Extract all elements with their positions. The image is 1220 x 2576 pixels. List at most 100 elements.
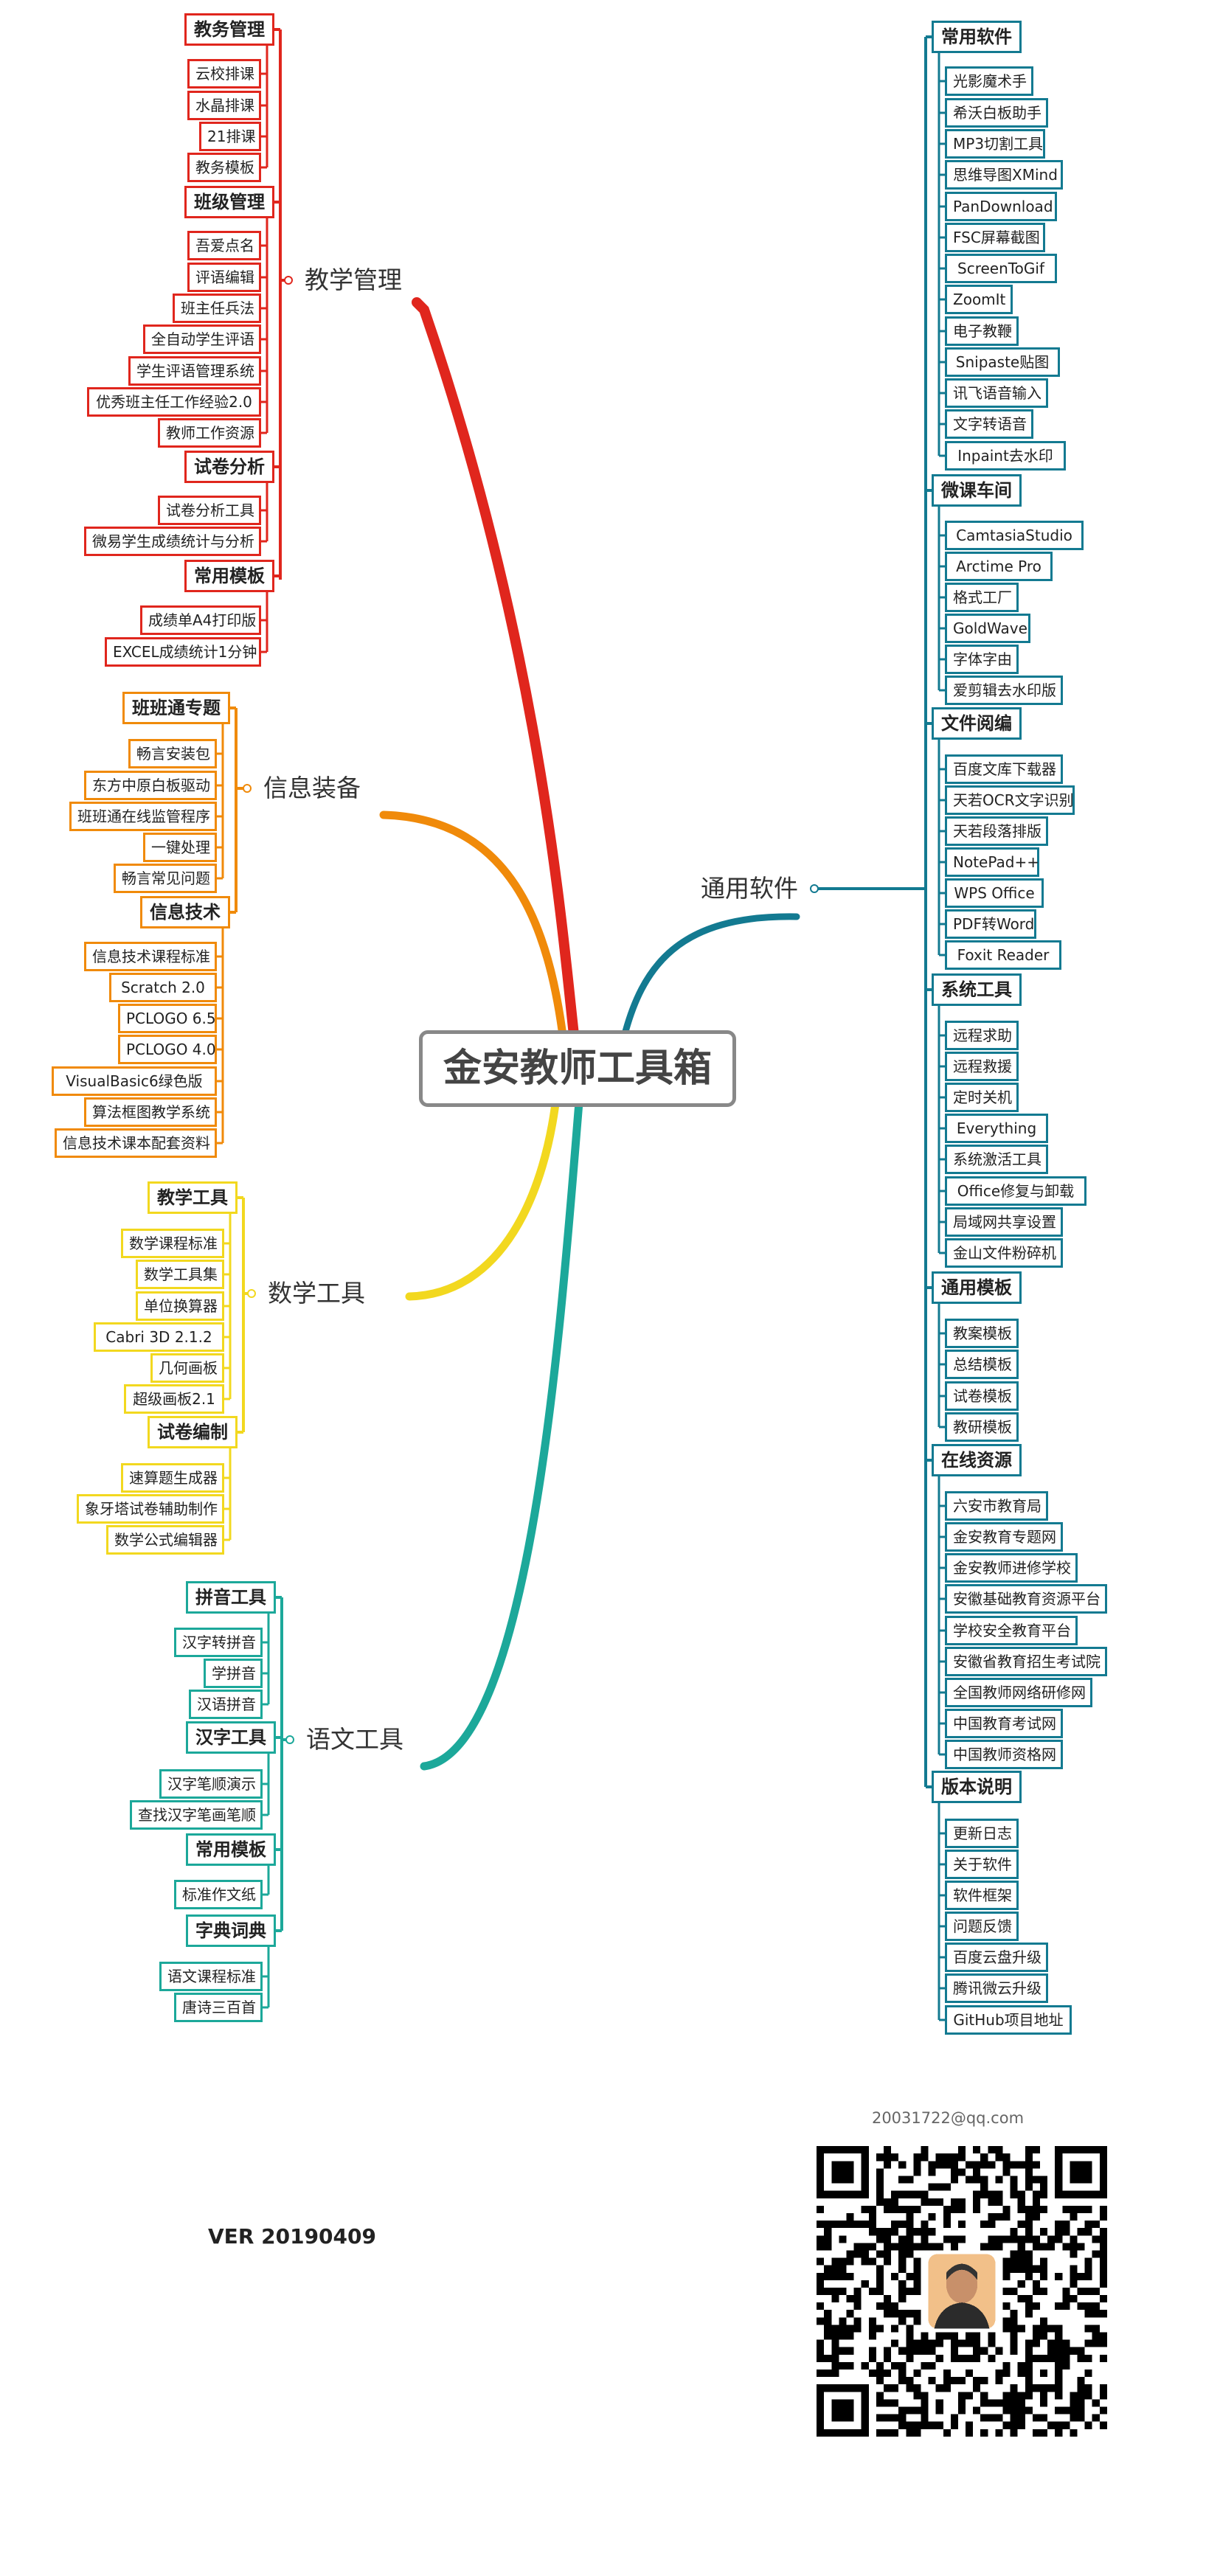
group-yuwen-1[interactable]: 汉字工具 <box>186 1721 276 1754</box>
group-tongyong-5[interactable]: 在线资源 <box>932 1444 1022 1476</box>
item-tongyong-3-2[interactable]: 定时关机 <box>945 1083 1019 1112</box>
item-tongyong-0-9[interactable]: Snipaste贴图 <box>945 347 1060 377</box>
item-shuxue-0-1[interactable]: 数学工具集 <box>136 1260 224 1289</box>
item-tongyong-3-0[interactable]: 远程求助 <box>945 1021 1019 1050</box>
item-xinxi-0-1[interactable]: 东方中原白板驱动 <box>84 771 217 800</box>
item-xinxi-1-0[interactable]: 信息技术课程标准 <box>84 942 217 971</box>
group-shuxue-0[interactable]: 教学工具 <box>148 1181 238 1214</box>
item-tongyong-3-7[interactable]: 金山文件粉碎机 <box>945 1238 1063 1268</box>
group-xinxi-0[interactable]: 班班通专题 <box>122 692 230 724</box>
item-jiaoxue-3-1[interactable]: EXCEL成绩统计1分钟 <box>105 637 261 667</box>
group-yuwen-0[interactable]: 拼音工具 <box>186 1581 276 1614</box>
item-yuwen-0-1[interactable]: 学拼音 <box>204 1659 263 1688</box>
item-jiaoxue-2-1[interactable]: 微易学生成绩统计与分析 <box>84 527 261 556</box>
item-jiaoxue-2-0[interactable]: 试卷分析工具 <box>158 496 261 525</box>
item-shuxue-1-2[interactable]: 数学公式编辑器 <box>106 1525 224 1555</box>
group-jiaoxue-0[interactable]: 教务管理 <box>184 13 274 46</box>
item-jiaoxue-0-3[interactable]: 教务模板 <box>187 153 261 182</box>
group-yuwen-3[interactable]: 字典词典 <box>186 1914 276 1947</box>
group-tongyong-3[interactable]: 系统工具 <box>932 973 1022 1006</box>
item-jiaoxue-1-0[interactable]: 吾爱点名 <box>187 231 261 260</box>
branch-label-tongyong[interactable]: 通用软件 <box>701 874 798 903</box>
item-tongyong-6-1[interactable]: 关于软件 <box>945 1850 1019 1879</box>
item-tongyong-6-2[interactable]: 软件框架 <box>945 1881 1019 1910</box>
group-shuxue-1[interactable]: 试卷编制 <box>148 1416 238 1448</box>
item-xinxi-1-1[interactable]: Scratch 2.0 <box>109 973 217 1002</box>
item-tongyong-0-0[interactable]: 光影魔术手 <box>945 66 1033 96</box>
item-tongyong-6-5[interactable]: 腾讯微云升级 <box>945 1973 1048 2003</box>
item-tongyong-2-2[interactable]: 天若段落排版 <box>945 816 1048 846</box>
item-jiaoxue-1-1[interactable]: 评语编辑 <box>187 263 261 292</box>
item-shuxue-1-1[interactable]: 象牙塔试卷辅助制作 <box>77 1494 224 1524</box>
item-tongyong-5-8[interactable]: 中国教师资格网 <box>945 1740 1063 1769</box>
branch-label-xinxi[interactable]: 信息装备 <box>263 774 361 802</box>
item-tongyong-0-6[interactable]: ScreenToGif <box>945 254 1057 283</box>
item-tongyong-2-3[interactable]: NotePad++ <box>945 847 1039 877</box>
item-shuxue-1-0[interactable]: 速算题生成器 <box>121 1463 224 1493</box>
item-yuwen-0-2[interactable]: 汉语拼音 <box>189 1690 263 1719</box>
group-xinxi-1[interactable]: 信息技术 <box>140 896 230 928</box>
item-jiaoxue-1-2[interactable]: 班主任兵法 <box>173 294 261 323</box>
item-tongyong-2-0[interactable]: 百度文库下载器 <box>945 754 1063 784</box>
item-tongyong-6-4[interactable]: 百度云盘升级 <box>945 1943 1048 1972</box>
item-jiaoxue-1-3[interactable]: 全自动学生评语 <box>143 324 261 354</box>
item-xinxi-0-3[interactable]: 一键处理 <box>143 833 217 862</box>
item-tongyong-2-6[interactable]: Foxit Reader <box>945 940 1061 970</box>
item-tongyong-5-1[interactable]: 金安教育专题网 <box>945 1522 1063 1552</box>
item-tongyong-2-5[interactable]: PDF转Word <box>945 909 1036 939</box>
item-tongyong-5-3[interactable]: 安徽基础教育资源平台 <box>945 1584 1107 1614</box>
item-yuwen-1-1[interactable]: 查找汉字笔画笔顺 <box>130 1800 263 1830</box>
item-tongyong-3-4[interactable]: 系统激活工具 <box>945 1145 1048 1174</box>
branch-label-jiaoxue[interactable]: 教学管理 <box>305 265 402 294</box>
item-jiaoxue-0-2[interactable]: 21排课 <box>199 122 261 151</box>
item-tongyong-1-1[interactable]: Arctime Pro <box>945 552 1053 581</box>
item-tongyong-1-3[interactable]: GoldWave <box>945 614 1030 643</box>
item-tongyong-0-4[interactable]: PanDownload <box>945 192 1057 221</box>
item-yuwen-3-1[interactable]: 唐诗三百首 <box>174 1993 263 2022</box>
group-jiaoxue-3[interactable]: 常用模板 <box>184 560 274 592</box>
item-xinxi-0-0[interactable]: 畅言安装包 <box>128 739 217 768</box>
item-xinxi-0-2[interactable]: 班班通在线监管程序 <box>69 802 217 831</box>
central-topic[interactable]: 金安教师工具箱 <box>419 1030 736 1107</box>
item-yuwen-3-0[interactable]: 语文课程标准 <box>159 1962 263 1991</box>
item-jiaoxue-1-6[interactable]: 教师工作资源 <box>158 418 261 448</box>
item-tongyong-6-3[interactable]: 问题反馈 <box>945 1912 1019 1941</box>
item-shuxue-0-4[interactable]: 几何画板 <box>150 1353 224 1383</box>
item-tongyong-5-5[interactable]: 安徽省教育招生考试院 <box>945 1647 1107 1676</box>
item-shuxue-0-2[interactable]: 单位换算器 <box>136 1291 224 1321</box>
item-tongyong-5-4[interactable]: 学校安全教育平台 <box>945 1616 1078 1645</box>
item-shuxue-0-5[interactable]: 超级画板2.1 <box>124 1384 224 1414</box>
item-tongyong-0-12[interactable]: Inpaint去水印 <box>945 441 1066 471</box>
item-shuxue-0-3[interactable]: Cabri 3D 2.1.2 <box>94 1322 224 1352</box>
item-xinxi-1-3[interactable]: PCLOGO 4.0 <box>118 1035 217 1064</box>
item-tongyong-4-2[interactable]: 试卷模板 <box>945 1381 1019 1411</box>
item-tongyong-6-6[interactable]: GitHub项目地址 <box>945 2005 1072 2035</box>
item-tongyong-0-10[interactable]: 讯飞语音输入 <box>945 378 1048 408</box>
group-tongyong-2[interactable]: 文件阅编 <box>932 707 1022 740</box>
item-tongyong-4-1[interactable]: 总结模板 <box>945 1350 1019 1379</box>
item-xinxi-1-6[interactable]: 信息技术课本配套资料 <box>55 1128 217 1158</box>
group-tongyong-0[interactable]: 常用软件 <box>932 21 1022 53</box>
item-tongyong-0-8[interactable]: 电子教鞭 <box>945 316 1019 346</box>
item-tongyong-0-11[interactable]: 文字转语音 <box>945 409 1033 439</box>
group-jiaoxue-2[interactable]: 试卷分析 <box>184 451 274 483</box>
item-yuwen-0-0[interactable]: 汉字转拼音 <box>174 1628 263 1657</box>
item-tongyong-5-2[interactable]: 金安教师进修学校 <box>945 1553 1078 1583</box>
item-jiaoxue-1-5[interactable]: 优秀班主任工作经验2.0 <box>87 387 261 417</box>
item-yuwen-2-0[interactable]: 标准作文纸 <box>174 1880 263 1909</box>
item-tongyong-0-1[interactable]: 希沃白板助手 <box>945 98 1048 128</box>
item-tongyong-5-0[interactable]: 六安市教育局 <box>945 1491 1048 1521</box>
group-tongyong-1[interactable]: 微课车间 <box>932 474 1022 507</box>
item-tongyong-5-6[interactable]: 全国教师网络研修网 <box>945 1678 1092 1707</box>
item-jiaoxue-1-4[interactable]: 学生评语管理系统 <box>128 356 261 386</box>
group-tongyong-4[interactable]: 通用模板 <box>932 1271 1022 1304</box>
item-tongyong-0-2[interactable]: MP3切割工具 <box>945 129 1045 159</box>
item-tongyong-2-4[interactable]: WPS Office <box>945 878 1044 908</box>
item-tongyong-5-7[interactable]: 中国教育考试网 <box>945 1709 1063 1738</box>
item-tongyong-4-3[interactable]: 教研模板 <box>945 1412 1019 1442</box>
item-tongyong-1-2[interactable]: 格式工厂 <box>945 583 1019 612</box>
item-tongyong-1-4[interactable]: 字体字由 <box>945 645 1019 674</box>
group-yuwen-2[interactable]: 常用模板 <box>186 1833 276 1866</box>
item-tongyong-3-5[interactable]: Office修复与卸载 <box>945 1176 1086 1206</box>
item-tongyong-0-7[interactable]: ZoomIt <box>945 285 1013 314</box>
